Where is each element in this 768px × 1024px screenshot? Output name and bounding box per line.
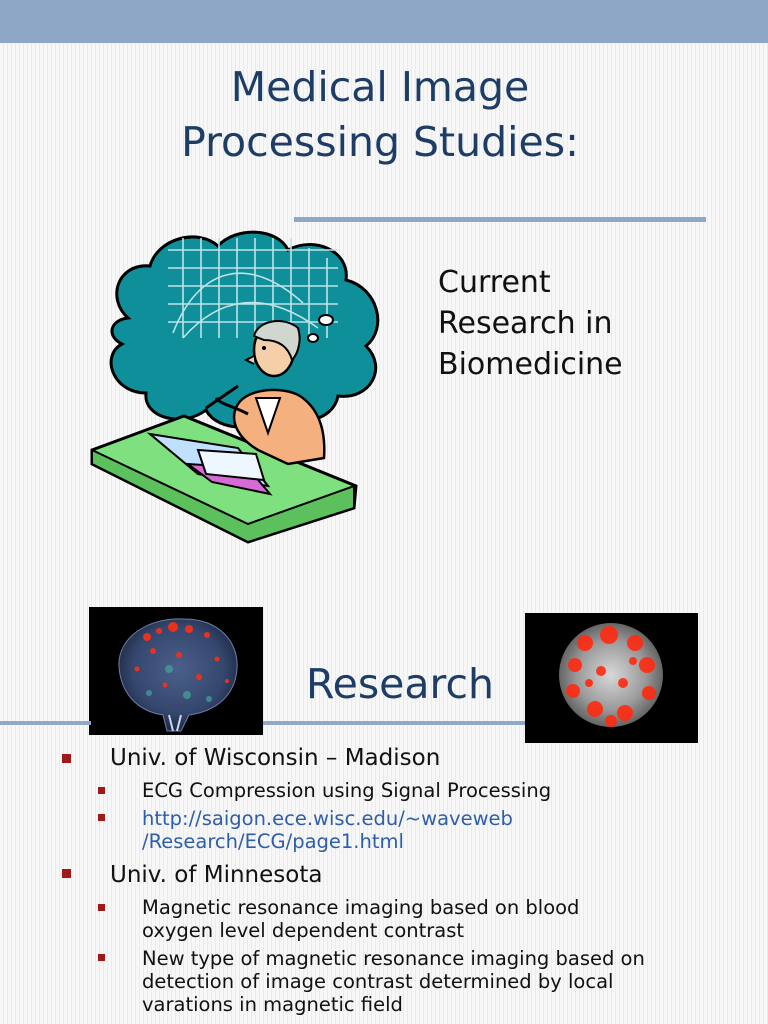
subtitle-line: Biomedicine bbox=[438, 347, 623, 382]
slide-title-heading: Research bbox=[305, 660, 495, 708]
bullet-icon bbox=[98, 954, 105, 961]
slide-title-heading: Medical Image Processing Studies: bbox=[110, 60, 650, 170]
list-item: Univ. of Wisconsin – Madison bbox=[110, 745, 441, 771]
title-line: Medical Image bbox=[230, 63, 530, 111]
thinking-researcher-clipart bbox=[90, 230, 380, 544]
subtitle-line: Research in bbox=[438, 306, 613, 341]
bullet-icon bbox=[98, 814, 105, 821]
list-item: Univ. of Minnesota bbox=[110, 862, 323, 888]
list-subitem: Magnetic resonance imaging based on bloo… bbox=[142, 896, 580, 942]
title-divider bbox=[294, 217, 706, 222]
brain-scan-image bbox=[525, 613, 698, 743]
list-subitem: ECG Compression using Signal Processing bbox=[142, 779, 552, 802]
research-link[interactable]: http://saigon.ece.wisc.edu/~waveweb /Res… bbox=[142, 807, 513, 853]
bullet-icon bbox=[62, 754, 71, 763]
title-divider bbox=[263, 721, 525, 725]
slide-research: Research Univ. of Wisconsin – Madison EC… bbox=[0, 576, 768, 1024]
slide-title: Medical Image Processing Studies: bbox=[0, 0, 768, 544]
subtitle-line: Current bbox=[438, 265, 551, 300]
title-divider bbox=[0, 721, 91, 725]
title-line: Processing Studies: bbox=[181, 118, 579, 166]
bullet-icon bbox=[98, 787, 105, 794]
list-subitem: New type of magnetic resonance imaging b… bbox=[142, 947, 645, 1016]
brain-scan-image bbox=[89, 607, 263, 735]
bullet-icon bbox=[98, 904, 105, 911]
bullet-icon bbox=[62, 869, 71, 878]
header-accent-bar bbox=[0, 0, 768, 43]
slide-subtitle: Current Research in Biomedicine bbox=[438, 262, 738, 385]
